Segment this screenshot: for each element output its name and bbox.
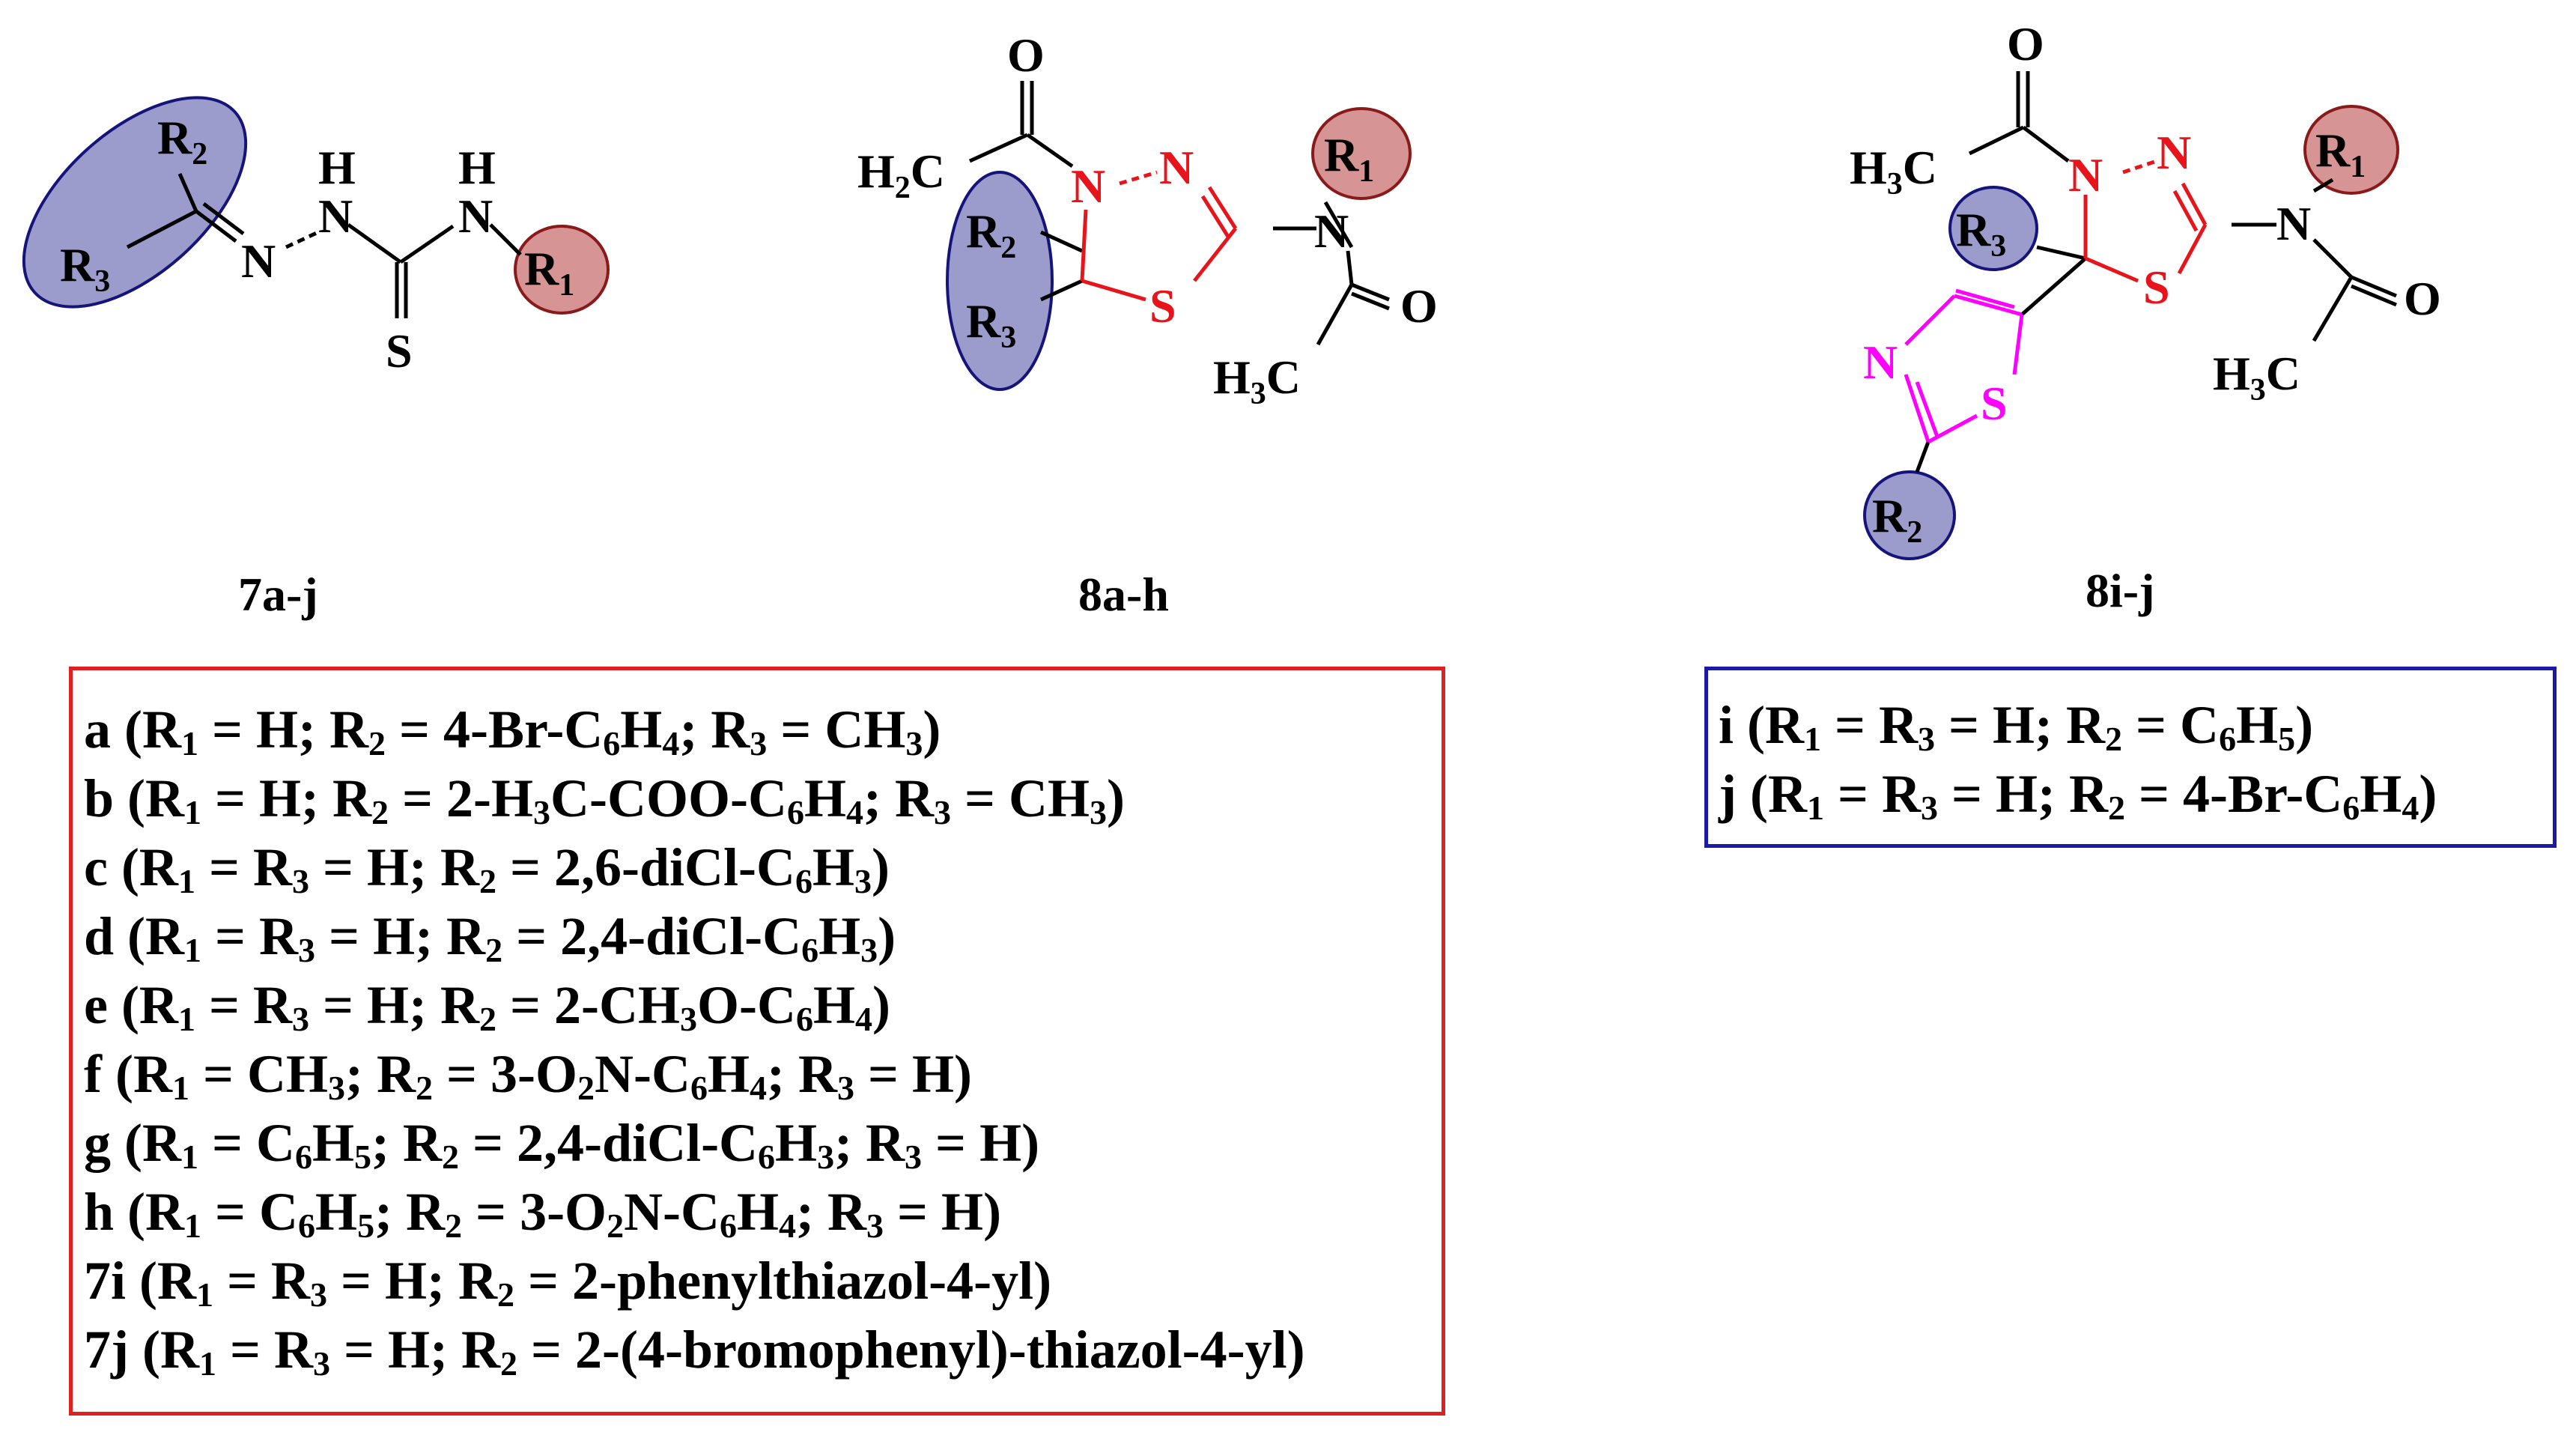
amide-n-7: N [458,189,493,243]
r1-label-8ah: R1 [1324,128,1374,189]
acetyl-o-bottom-8ah: O [1400,279,1438,333]
substituent-line-3: d (R1 = R3 = H; R2 = 2,4-diCl-C6H3) [84,906,896,970]
acetyl-o-top-8ah: O [1007,28,1045,82]
substituent-box-a-h [69,667,1445,1416]
substituent-line-4: e (R1 = R3 = H; R2 = 2-CH3O-C6H4) [84,975,890,1039]
substituent-line-ij-1: j (R1 = R3 = H; R2 = 4-Br-C6H4) [1719,764,2437,828]
thiazole-s-8ij: S [1981,377,2008,430]
r1-label-7: R1 [524,242,574,303]
compound-7-structure: R2 R3 N H N H N S R1 7a-j [22,96,610,621]
substituent-line-6: g (R1 = C6H5; R2 = 2,4-diCl-C6H3; R3 = H… [84,1113,1040,1177]
r2-label-8ij: R2 [1872,489,1922,550]
substituent-line-8: 7i (R1 = R3 = H; R2 = 2-phenylthiazol-4-… [84,1251,1052,1314]
r1-highlight-8ij [2303,105,2399,195]
substituent-line-9: 7j (R1 = R3 = H; R2 = 2-(4-bromophenyl)-… [84,1320,1305,1383]
r2-r3-highlight [22,96,248,309]
r2-label-7: R2 [157,111,207,172]
r1-label-8ij: R1 [2315,124,2366,184]
r3-highlight-8ij [1948,186,2038,271]
acetyl-o-top-8ij: O [2007,17,2044,70]
compound-8ah-structure: O H2C N N S N R1 R2 R3 O H3C 8a-h [857,28,1438,621]
ring-n-b-8ah: N [1159,141,1194,194]
amide-n-8ah: N [1314,204,1349,258]
r1-highlight-8ah [1311,107,1412,200]
hydrazine-n-7: N [318,189,353,243]
r1-highlight-7 [514,225,610,315]
h3c-top-label-8ij: H3C [1850,141,1937,201]
substituent-line-5: f (R1 = CH3; R2 = 3-O2N-C6H4; R3 = H) [84,1044,972,1108]
ring-s-8ij: S [2143,261,2170,314]
r3-label-7: R3 [60,238,110,299]
r2-highlight-8ij [1863,470,1956,560]
r3-label-8ij: R3 [1956,203,2006,264]
ring-s-8ah: S [1149,279,1176,333]
h3c-bottom-label-8ij: H3C [2213,347,2300,407]
amide-h-7: H [458,141,496,194]
compound-code-7: 7a-j [238,568,318,621]
substituent-line-7: h (R1 = C6H5; R2 = 3-O2N-C6H4; R3 = H) [84,1182,1002,1246]
substituent-line-2: c (R1 = R3 = H; R2 = 2,6-diCl-C6H3) [84,837,890,901]
r2-r3-highlight-8ah [946,171,1054,391]
compound-code-8ij: 8i-j [2086,564,2154,617]
thiazole-n-8ij: N [1863,336,1898,389]
thione-s-7: S [386,324,413,377]
h2c-label-8ah: H2C [857,145,945,205]
substituent-line-ij-0: i (R1 = R3 = H; R2 = C6H5) [1719,695,2314,759]
r3-label-8ah: R3 [966,294,1016,355]
ring-n-a-8ij: N [2068,148,2103,201]
substituent-line-1: b (R1 = H; R2 = 2-H3C-COO-C6H4; R3 = CH3… [84,768,1126,832]
amide-n-8ij: N [2276,197,2311,250]
compound-8ij-structure: O H3C N N S N R1 R3 R2 O H3C N S 8i-j [1850,17,2441,617]
imine-n-7: N [241,234,276,288]
ring-n-b-8ij: N [2157,126,2191,179]
substituent-box-i-j [1704,667,2557,848]
compound-code-8ah: 8a-h [1078,568,1169,621]
h3c-label-8ah: H3C [1213,351,1301,411]
substituent-line-0: a (R1 = H; R2 = 4-Br-C6H4; R3 = CH3) [84,700,941,763]
ring-n-a-8ah: N [1071,160,1105,213]
acetyl-o-bottom-8ij: O [2404,272,2441,325]
hydrazine-h-7: H [318,141,356,194]
r2-label-8ah: R2 [966,204,1016,265]
